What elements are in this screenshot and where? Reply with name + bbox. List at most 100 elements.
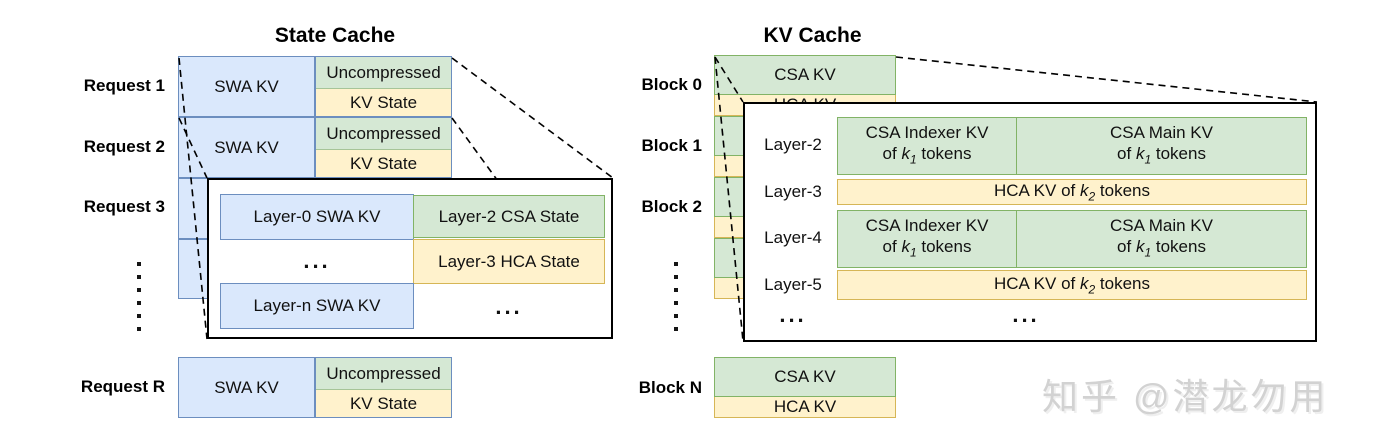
k2-subscript: 2: [1088, 282, 1096, 297]
layer0-swa-kv-text: Layer-0 SWA KV: [253, 207, 381, 226]
swa-kv-text: SWA KV: [214, 76, 279, 96]
tokens-text: tokens: [1151, 143, 1206, 163]
csa-main-kv-line2: of k1 tokens: [1110, 143, 1213, 170]
csa-main-kv-box: CSA Main KV of k1 tokens: [1016, 210, 1307, 268]
k-variable: k: [1135, 236, 1145, 256]
tokens-text: tokens: [916, 236, 972, 256]
ellipsis-text: ...: [495, 294, 523, 319]
layer-5-hca-kv-box: HCA KV of k2 tokens: [837, 270, 1307, 300]
uncompressed-cell: Uncompressed: [316, 118, 451, 151]
layer3-hca-state-text: Layer-3 HCA State: [438, 251, 580, 271]
csa-indexer-kv-line2: of k1 tokens: [866, 143, 989, 170]
layer2-csa-state-box: Layer-2 CSA State: [413, 195, 605, 238]
k-variable: k: [1079, 273, 1089, 293]
dot: [137, 314, 141, 318]
csa-kv-text: CSA KV: [774, 367, 836, 386]
request-r-swa-kv-box: SWA KV: [178, 357, 315, 418]
csa-indexer-kv-box: CSA Indexer KV of k1 tokens: [837, 117, 1017, 175]
block-n-hca-kv-box: HCA KV: [714, 397, 896, 418]
kv-cache-detail-box: Layer-2 Layer-3 Layer-4 Layer-5 ... CSA …: [743, 102, 1317, 342]
swa-ellipsis: ...: [220, 242, 414, 280]
uncompressed-text: Uncompressed: [326, 62, 441, 82]
csa-indexer-kv-line1: CSA Indexer KV: [865, 215, 989, 235]
layer-3-hca-kv-box: HCA KV of k2 tokens: [837, 179, 1307, 205]
csa-main-kv-line2: of k1 tokens: [1110, 236, 1213, 263]
layer-4-row: CSA Indexer KV of k1 tokens CSA Main KV …: [837, 210, 1307, 268]
kv-state-text: KV State: [349, 393, 418, 413]
request-r-label: Request R: [80, 377, 165, 396]
block-0-csa-kv-box: CSA KV: [714, 55, 896, 95]
tokens-text: tokens: [1095, 180, 1150, 200]
kv-rows-ellipsis: ...: [745, 302, 1307, 328]
block-n-label: Block N: [638, 378, 702, 397]
hca-kv-text: HCA KV: [773, 397, 837, 416]
of-text: of: [882, 143, 902, 163]
ellipsis-text: ...: [303, 248, 331, 273]
dot: [137, 288, 141, 292]
request-2-swa-kv-box: SWA KV: [178, 117, 315, 178]
k1-subscript: 1: [1144, 245, 1152, 260]
dot: [674, 327, 678, 331]
layer-n-swa-kv-box: Layer-n SWA KV: [220, 283, 414, 329]
request-1-label: Request 1: [83, 76, 165, 95]
tokens-text: tokens: [1095, 273, 1150, 293]
layer3-hca-state-box: Layer-3 HCA State: [413, 239, 605, 284]
block-n-csa-kv-box: CSA KV: [714, 357, 896, 397]
dot: [137, 275, 141, 279]
csa-indexer-kv-line1: CSA Indexer KV: [865, 122, 989, 142]
dot: [137, 262, 141, 266]
hca-of-text: HCA KV of: [994, 273, 1080, 293]
layer-n-swa-kv-text: Layer-n SWA KV: [253, 296, 381, 315]
k-variable: k: [901, 143, 910, 163]
layer-2-label: Layer-2: [764, 135, 822, 154]
kv-state-cell: KV State: [316, 150, 451, 177]
k1-subscript: 1: [909, 245, 917, 260]
kv-state-cell: KV State: [316, 390, 451, 417]
dot: [137, 301, 141, 305]
swa-kv-text: SWA KV: [214, 377, 279, 397]
uncompressed-text: Uncompressed: [326, 363, 441, 383]
of-text: of: [1117, 236, 1136, 256]
state-cache-detail-box: Layer-0 SWA KV Layer-2 CSA State Layer-3…: [207, 178, 613, 339]
kv-state-text: KV State: [349, 92, 418, 112]
request-3-label: Request 3: [83, 197, 165, 216]
block-1-label: Block 1: [641, 136, 702, 155]
layer-4-label: Layer-4: [764, 228, 822, 247]
dot: [674, 262, 678, 266]
k-variable: k: [901, 236, 910, 256]
dot: [674, 301, 678, 305]
k2-subscript: 2: [1088, 189, 1096, 204]
swa-kv-text: SWA KV: [214, 137, 279, 157]
csa-main-kv-box: CSA Main KV of k1 tokens: [1016, 117, 1307, 175]
state-cache-title: State Cache: [274, 24, 396, 47]
kv-state-text: KV State: [349, 153, 418, 173]
k1-subscript: 1: [909, 152, 917, 167]
request-1-uncompressed-box: Uncompressed KV State: [315, 56, 452, 117]
layers-ellipsis: ...: [751, 302, 835, 328]
k-variable: k: [1135, 143, 1145, 163]
request-1-swa-kv-box: SWA KV: [178, 56, 315, 117]
uncompressed-cell: Uncompressed: [316, 358, 451, 391]
layer-5-label: Layer-5: [764, 275, 822, 294]
request-2-uncompressed-box: Uncompressed KV State: [315, 117, 452, 178]
uncompressed-text: Uncompressed: [326, 123, 441, 143]
csa-main-kv-line1: CSA Main KV: [1110, 215, 1213, 235]
tokens-text: tokens: [1151, 236, 1206, 256]
state-ellipsis: ...: [413, 288, 605, 326]
requests-vertical-ellipsis: [137, 262, 141, 331]
layer-3-label: Layer-3: [764, 182, 822, 201]
of-text: of: [1117, 143, 1136, 163]
layer2-csa-state-text: Layer-2 CSA State: [438, 206, 580, 226]
layer-2-row: CSA Indexer KV of k1 tokens CSA Main KV …: [837, 117, 1307, 175]
hca-kv-k2-text: HCA KV of k2 tokens: [994, 181, 1150, 203]
request-2-label: Request 2: [83, 137, 165, 156]
k1-subscript: 1: [1144, 152, 1152, 167]
tokens-text: tokens: [916, 143, 972, 163]
dot: [674, 288, 678, 292]
csa-kv-text: CSA KV: [774, 65, 836, 84]
kv-state-cell: KV State: [316, 89, 451, 116]
csa-main-kv-line1: CSA Main KV: [1110, 122, 1213, 142]
block-2-label: Block 2: [641, 197, 702, 216]
dot: [674, 314, 678, 318]
